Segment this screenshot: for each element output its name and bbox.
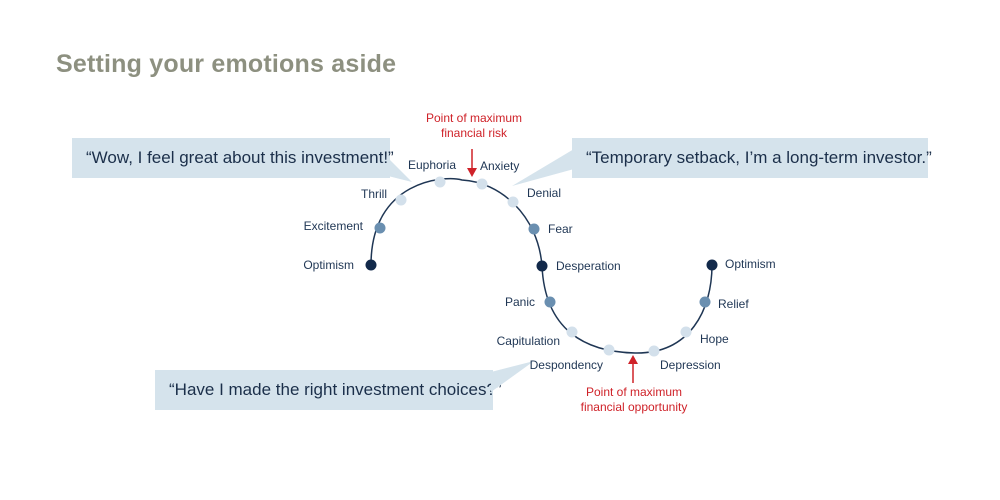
stage-label-euphoria: Euphoria bbox=[408, 158, 456, 172]
stage-label-optimism-start: Optimism bbox=[303, 258, 354, 272]
stage-label-thrill: Thrill bbox=[361, 187, 387, 201]
stage-node-despondency bbox=[603, 344, 615, 356]
stage-node-depression bbox=[648, 345, 660, 357]
stage-label-despondency: Despondency bbox=[530, 358, 603, 372]
stage-label-capitulation: Capitulation bbox=[497, 334, 560, 348]
stage-node-excitement bbox=[374, 222, 386, 234]
stage-label-relief: Relief bbox=[718, 297, 749, 311]
max-opportunity-arrow bbox=[628, 355, 638, 383]
quote-despondency-box: “Have I made the right investment choice… bbox=[155, 370, 502, 410]
stage-label-optimism-end: Optimism bbox=[725, 257, 776, 271]
stage-node-optimism-start bbox=[365, 259, 377, 271]
stage-node-panic bbox=[544, 296, 556, 308]
stage-node-hope bbox=[680, 326, 692, 338]
stage-node-thrill bbox=[395, 194, 407, 206]
max-risk-label-line2: financial risk bbox=[441, 126, 508, 140]
stage-label-denial: Denial bbox=[527, 186, 561, 200]
max-opportunity-label-line2: financial opportunity bbox=[581, 400, 688, 414]
stage-node-capitulation bbox=[566, 326, 578, 338]
quote-despondency-pointer bbox=[491, 361, 534, 392]
stage-label-desperation: Desperation bbox=[556, 259, 621, 273]
stage-node-desperation bbox=[536, 260, 548, 272]
quote-denial-text: “Temporary setback, I’m a long-term inve… bbox=[586, 148, 932, 167]
max-risk-arrow bbox=[467, 149, 477, 177]
stage-node-optimism-end bbox=[706, 259, 718, 271]
quote-denial-pointer bbox=[512, 149, 574, 186]
stage-label-anxiety: Anxiety bbox=[480, 159, 519, 173]
stage-label-excitement: Excitement bbox=[304, 219, 364, 233]
quote-euphoria-text: “Wow, I feel great about this investment… bbox=[86, 148, 394, 167]
page-title: Setting your emotions aside bbox=[56, 50, 397, 78]
stage-node-euphoria bbox=[434, 176, 446, 188]
stage-node-relief bbox=[699, 296, 711, 308]
stage-label-fear: Fear bbox=[548, 222, 573, 236]
stage-node-fear bbox=[528, 223, 540, 235]
quote-euphoria-pointer bbox=[388, 158, 412, 182]
quote-denial-box: “Temporary setback, I’m a long-term inve… bbox=[572, 138, 932, 178]
stage-node-denial bbox=[507, 196, 519, 208]
quote-despondency-text: “Have I made the right investment choice… bbox=[169, 380, 502, 399]
stage-label-hope: Hope bbox=[700, 332, 729, 346]
stage-node-anxiety bbox=[476, 178, 488, 190]
max-risk-label-line1: Point of maximum bbox=[426, 111, 522, 125]
quote-euphoria-box: “Wow, I feel great about this investment… bbox=[72, 138, 394, 178]
stage-label-panic: Panic bbox=[505, 295, 535, 309]
max-opportunity-label-line1: Point of maximum bbox=[586, 385, 682, 399]
stage-label-depression: Depression bbox=[660, 358, 721, 372]
